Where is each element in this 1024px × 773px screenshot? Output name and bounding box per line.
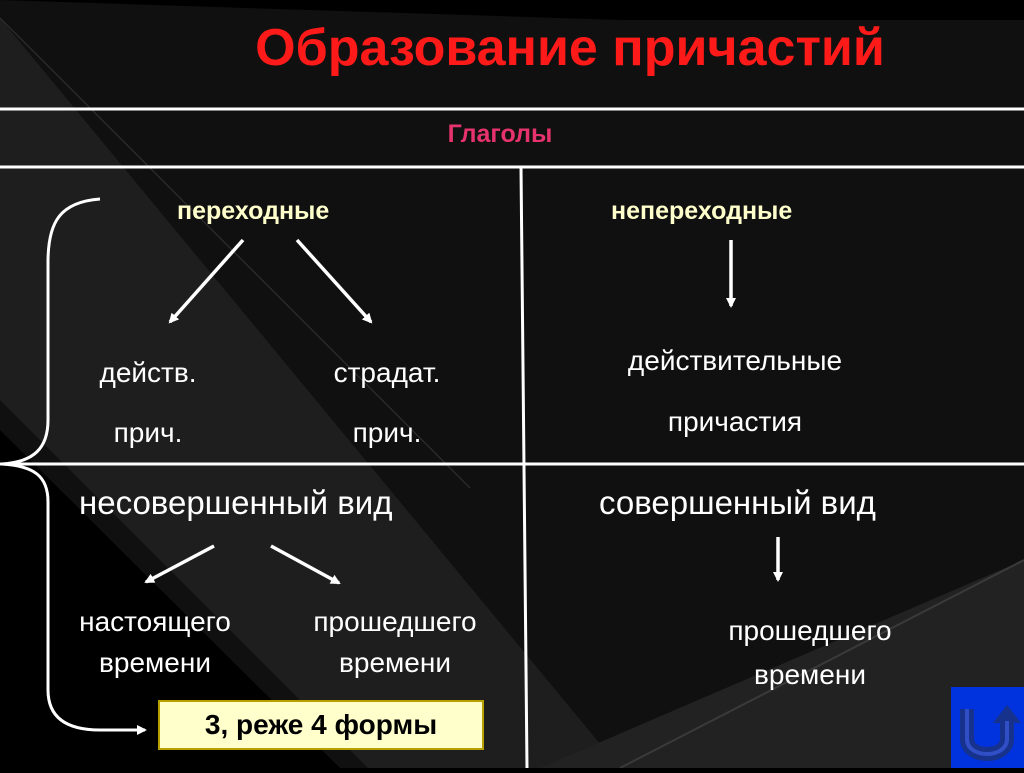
imperfective-past-label: прошедшего времени [290, 601, 500, 683]
present-tense-label: настоящего времени [55, 601, 255, 683]
result-line-1: действительные [627, 345, 843, 376]
arrow-to-past [270, 544, 341, 585]
passive-participle-label: страдат. прич. [307, 343, 467, 463]
passive-line-1: страдат. [333, 357, 441, 388]
perfective-past-line-2: времени [754, 659, 866, 690]
arrow-to-passive [295, 238, 373, 324]
perfective-heading: совершенный вид [599, 484, 876, 521]
present-line-2: времени [99, 647, 211, 678]
page-title: Образование причастий [255, 19, 885, 77]
active-line-2: прич. [113, 417, 183, 448]
perfective-past-label: прошедшего времени [700, 609, 920, 697]
perfective-past-line-1: прошедшего [728, 615, 892, 646]
result-line-2: причастия [667, 406, 803, 437]
arrow-to-active [168, 238, 245, 324]
return-button[interactable] [951, 687, 1024, 768]
active-participles-result: действительные причастия [590, 330, 880, 452]
grid-line-vertical [519, 166, 529, 768]
u-turn-arrow-icon [960, 705, 1021, 761]
passive-line-2: прич. [352, 417, 422, 448]
imperfective-past-line-1: прошедшего [313, 606, 477, 637]
imperfective-past-line-2: времени [339, 647, 451, 678]
active-line-1: действ. [99, 357, 197, 388]
active-participle-label: действ. прич. [68, 343, 228, 463]
arrow-to-present [144, 544, 215, 584]
forms-note-box: 3, реже 4 формы [158, 700, 484, 750]
verbs-label: Глаголы [447, 120, 553, 148]
transitive-heading: переходные [177, 197, 330, 225]
imperfective-heading: несовершенный вид [79, 484, 393, 521]
intransitive-heading: непереходные [611, 197, 793, 225]
brace-left [1, 197, 140, 732]
present-line-1: настоящего [79, 606, 231, 637]
